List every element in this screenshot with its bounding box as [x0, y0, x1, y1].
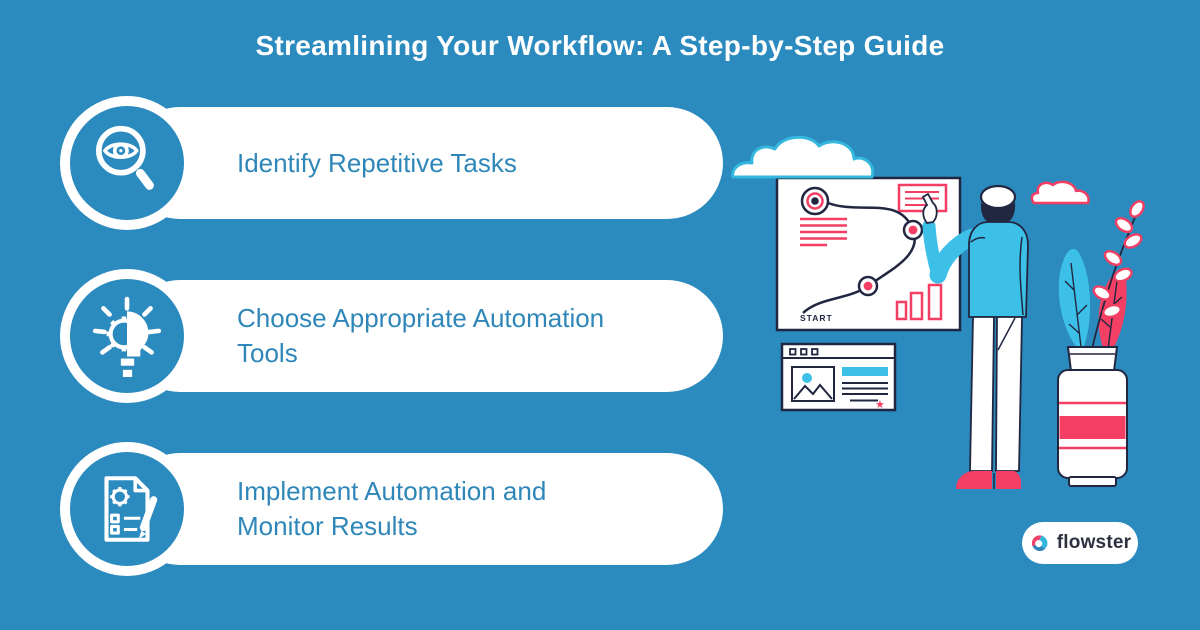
- flow-path: [802, 201, 917, 314]
- step-3-pill: Implement Automation and Monitor Results: [124, 453, 723, 565]
- person-pointing-hand: [921, 192, 938, 224]
- browser-text-lines: [842, 382, 888, 402]
- person-shoes: [956, 471, 1021, 489]
- flowster-logo-icon: [1031, 535, 1048, 552]
- board-text-lines: [800, 217, 847, 247]
- step-3-label: Implement Automation and Monitor Results: [237, 476, 547, 541]
- flow-waypoints: [857, 219, 924, 297]
- board-bar-chart: [895, 283, 943, 321]
- step-2-icon-circle: [60, 269, 194, 403]
- star-icon: ★: [875, 399, 885, 411]
- start-label: START: [800, 313, 833, 323]
- step-2-pill: Choose Appropriate Automation Tools: [124, 280, 723, 392]
- cloud-cyan-icon: [731, 135, 875, 179]
- person-cap: [979, 184, 1017, 210]
- step-1-icon-circle: [60, 96, 194, 230]
- brand-badge: flowster: [1022, 522, 1138, 564]
- branch-with-petals: [1091, 200, 1145, 350]
- magnifier-eye-icon: [95, 125, 154, 190]
- document-gear-pencil-icon: [104, 476, 158, 542]
- target-icon: [800, 186, 830, 216]
- step-1-label: Identify Repetitive Tasks: [237, 147, 517, 178]
- person-pants: [969, 316, 1023, 472]
- page-title: Streamlining Your Workflow: A Step-by-St…: [255, 30, 945, 61]
- image-placeholder-icon: [791, 366, 835, 402]
- step-1-pill: Identify Repetitive Tasks: [124, 107, 723, 219]
- vase: [1057, 346, 1128, 487]
- browser-buttons: [789, 348, 819, 356]
- person-forearm: [922, 219, 945, 282]
- browser-window: ★: [780, 342, 897, 412]
- cloud-pink-icon: [1030, 180, 1090, 205]
- plant: [1057, 200, 1145, 487]
- bulb-gear-icon: [92, 296, 162, 377]
- person-jacket: [968, 221, 1029, 318]
- person: [921, 184, 1029, 489]
- step-3-icon-circle: [60, 442, 194, 576]
- step-2-label: Choose Appropriate Automation Tools: [237, 303, 605, 368]
- leaf-cyan: [1058, 248, 1091, 349]
- brand-name: flowster: [1056, 532, 1132, 553]
- browser-heading-bar: [842, 367, 888, 376]
- workflow-illustration: START: [731, 135, 1145, 489]
